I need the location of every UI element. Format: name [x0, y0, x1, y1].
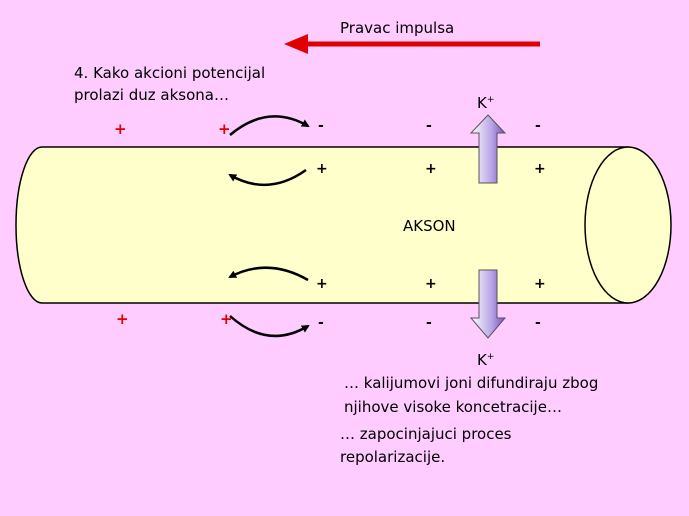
potassium-arrow-down: [469, 269, 507, 339]
outside-minus-top-3: -: [535, 118, 541, 134]
current-arrow-bottom-outer: [229, 315, 310, 338]
outside-minus-bottom-3: -: [535, 315, 541, 331]
potassium-arrow-up: [469, 114, 507, 184]
note-line-4: repolarizacije.: [340, 448, 446, 466]
inside-plus-bottom-2: +: [425, 276, 437, 292]
inside-plus-bottom-1: +: [316, 276, 328, 292]
outside-plus-top-2: +: [218, 120, 231, 138]
outside-plus-bottom-1: +: [116, 310, 129, 328]
potassium-charge: +: [486, 95, 495, 105]
potassium-symbol: K: [477, 351, 487, 369]
potassium-label-top: K+: [477, 89, 494, 114]
note-line-1: … kalijumovi joni difundiraju zbog: [344, 374, 599, 392]
intro-line-2: prolazi duz aksona…: [74, 86, 229, 104]
current-arrow-bottom-inner: [228, 266, 309, 282]
potassium-label-bottom: K+: [477, 346, 494, 371]
inside-plus-top-2: +: [425, 161, 437, 177]
axon-label: AKSON: [403, 217, 456, 235]
note-line-2: njihove visoke koncetracije…: [344, 398, 562, 416]
inside-plus-top-3: +: [534, 161, 546, 177]
outside-plus-top-1: +: [114, 120, 127, 138]
outside-minus-bottom-2: -: [426, 315, 432, 331]
outside-minus-top-1: -: [318, 118, 324, 134]
current-arrow-top-outer: [229, 115, 310, 136]
potassium-charge: +: [486, 352, 495, 362]
potassium-symbol: K: [477, 94, 487, 112]
outside-minus-bottom-1: -: [318, 315, 324, 331]
axon-cylinder: [15, 146, 672, 304]
inside-plus-bottom-3: +: [534, 276, 546, 292]
current-arrow-top-inner: [228, 168, 307, 187]
intro-line-1: 4. Kako akcioni potencijal: [74, 64, 266, 82]
outside-plus-bottom-2: +: [220, 310, 233, 328]
inside-plus-top-1: +: [316, 161, 328, 177]
note-line-3: … zapocinjajuci proces: [340, 425, 512, 443]
impulse-direction-label: Pravac impulsa: [340, 19, 455, 37]
outside-minus-top-2: -: [426, 118, 432, 134]
impulse-direction-arrow: [284, 34, 540, 54]
